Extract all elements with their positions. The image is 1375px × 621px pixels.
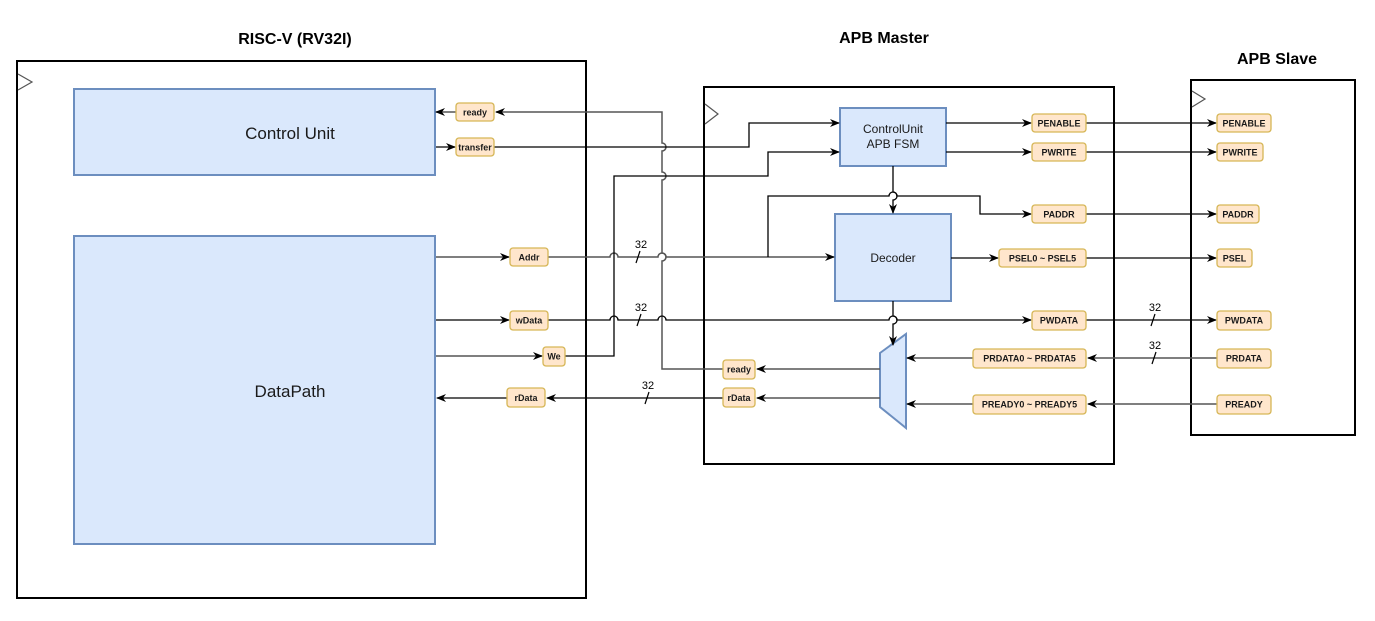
- svg-text:wData: wData: [515, 316, 544, 326]
- master-clock-icon: [704, 103, 719, 125]
- svg-text:PWRITE: PWRITE: [1042, 148, 1077, 158]
- riscv-title: RISC-V (RV32I): [238, 31, 352, 48]
- bus-slash-rdata: [644, 391, 650, 405]
- bus-width-rdata: 32: [642, 380, 654, 392]
- port-riscv-wdata: wData: [509, 310, 549, 331]
- svg-text:PREADY0 ~ PREADY5: PREADY0 ~ PREADY5: [982, 400, 1077, 410]
- svg-text:PWDATA: PWDATA: [1040, 316, 1079, 326]
- port-riscv-transfer: transfer: [455, 137, 495, 157]
- port-master-pwdata: PWDATA: [1031, 310, 1087, 331]
- svg-text:PRDATA: PRDATA: [1226, 354, 1263, 364]
- control-unit-block: [73, 88, 436, 176]
- apb-fsm-label-line1: ControlUnit: [863, 122, 924, 136]
- port-slave-prdata: PRDATA: [1216, 348, 1272, 369]
- apb-fsm-label-line2: APB FSM: [867, 137, 920, 151]
- port-slave-psel: PSEL: [1216, 248, 1253, 268]
- wire-decoder-mux: [889, 301, 898, 346]
- svg-text:PADDR: PADDR: [1043, 210, 1075, 220]
- port-master-paddr: PADDR: [1031, 204, 1087, 224]
- datapath-label: DataPath: [255, 382, 326, 401]
- wire-fsm-decoder: [889, 166, 898, 214]
- svg-text:PSEL: PSEL: [1223, 254, 1247, 264]
- svg-text:PWRITE: PWRITE: [1223, 148, 1258, 158]
- port-master-psel: PSEL0 ~ PSEL5: [998, 248, 1087, 268]
- bus-width-pwdata: 32: [1149, 302, 1161, 314]
- svg-text:PRDATA0 ~ PRDATA5: PRDATA0 ~ PRDATA5: [983, 354, 1076, 364]
- port-master-prdata: PRDATA0 ~ PRDATA5: [972, 348, 1087, 369]
- svg-text:ready: ready: [727, 365, 751, 375]
- svg-text:Addr: Addr: [519, 253, 540, 263]
- decoder-label: Decoder: [870, 251, 915, 265]
- slave-clock-icon: [1191, 90, 1207, 108]
- apb-slave-title: APB Slave: [1237, 51, 1317, 68]
- port-riscv-we: We: [542, 346, 566, 367]
- port-master-penable: PENABLE: [1031, 113, 1087, 133]
- port-master-ready: ready: [722, 359, 756, 380]
- bus-slash-addr: [635, 250, 641, 264]
- bus-slash-prdata: [1151, 351, 1157, 365]
- port-riscv-rdata: rData: [506, 387, 546, 408]
- port-slave-paddr: PADDR: [1216, 204, 1260, 224]
- wire-transfer-fsm: [494, 119, 840, 148]
- bus-width-addr: 32: [635, 239, 647, 251]
- port-slave-pwdata: PWDATA: [1216, 310, 1272, 331]
- port-slave-penable: PENABLE: [1216, 113, 1272, 133]
- port-riscv-ready: ready: [455, 102, 495, 122]
- svg-text:ready: ready: [463, 108, 487, 118]
- bus-slash-wdata: [636, 313, 642, 327]
- bus-width-prdata: 32: [1149, 340, 1161, 352]
- port-riscv-addr: Addr: [509, 247, 549, 267]
- bus-slash-pwdata: [1150, 313, 1156, 327]
- svg-text:PWDATA: PWDATA: [1225, 316, 1264, 326]
- svg-text:PENABLE: PENABLE: [1037, 119, 1080, 129]
- svg-text:We: We: [547, 352, 560, 362]
- port-master-pwrite: PWRITE: [1031, 142, 1087, 162]
- bus-width-wdata: 32: [635, 302, 647, 314]
- riscv-clock-icon: [17, 73, 34, 91]
- port-slave-pready: PREADY: [1216, 394, 1272, 415]
- port-master-pready: PREADY0 ~ PREADY5: [972, 394, 1087, 415]
- apb-master-title: APB Master: [839, 30, 929, 47]
- port-slave-pwrite: PWRITE: [1216, 142, 1264, 162]
- port-master-rdata: rData: [722, 387, 756, 408]
- svg-text:PSEL0 ~ PSEL5: PSEL0 ~ PSEL5: [1009, 254, 1076, 264]
- svg-text:rData: rData: [727, 393, 751, 403]
- svg-text:transfer: transfer: [458, 143, 492, 153]
- svg-text:PREADY: PREADY: [1225, 400, 1263, 410]
- svg-text:PENABLE: PENABLE: [1222, 119, 1265, 129]
- svg-text:rData: rData: [514, 393, 538, 403]
- mux-block: [879, 332, 907, 431]
- wire-we-fsm: [565, 148, 840, 357]
- control-unit-label: Control Unit: [245, 124, 335, 143]
- datapath-block: [73, 235, 436, 545]
- svg-text:PADDR: PADDR: [1222, 210, 1254, 220]
